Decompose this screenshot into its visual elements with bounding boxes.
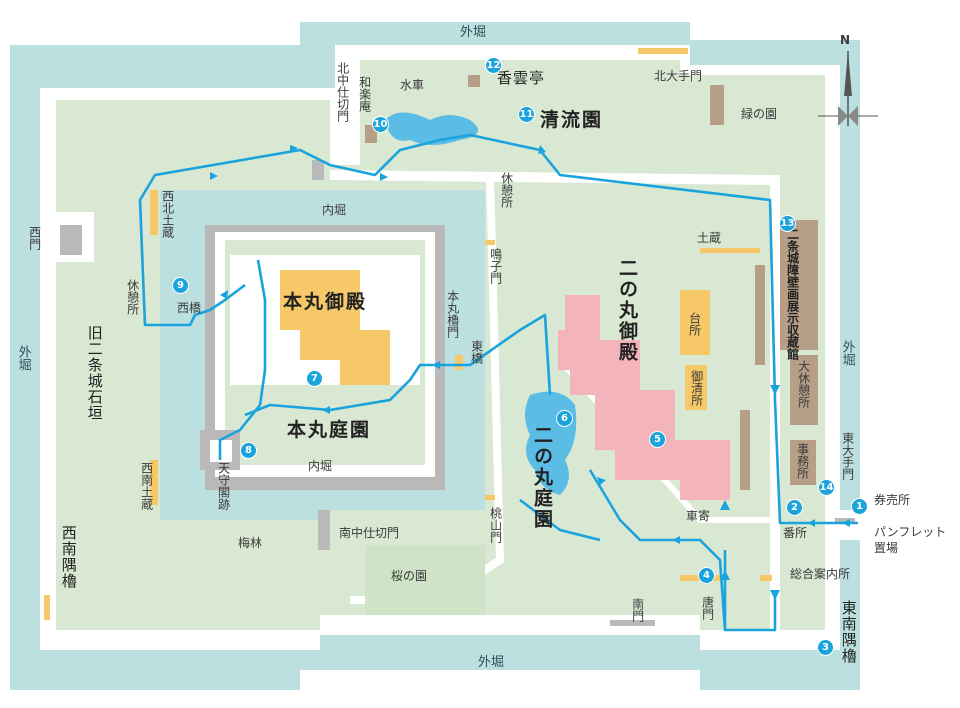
north-arrow: N bbox=[818, 33, 878, 126]
outer-moat-top-label: 外堀 bbox=[460, 25, 487, 40]
waraku-an-label: 和楽庵 bbox=[357, 76, 372, 112]
shozokan-label: 二条城障壁画展示収蔵館 bbox=[785, 228, 800, 360]
dozo-label: 土蔵 bbox=[697, 231, 722, 245]
midori-storehouse bbox=[710, 85, 724, 125]
midori-garden-label: 緑の園 bbox=[741, 107, 778, 121]
nansei-dozo-label: 西南土蔵 bbox=[139, 462, 154, 510]
stop-2: 2 bbox=[786, 499, 803, 516]
stop-5: 5 bbox=[649, 431, 666, 448]
stop-8: 8 bbox=[240, 442, 257, 459]
jimusho-bldg bbox=[790, 440, 816, 485]
walking-route bbox=[138, 133, 858, 632]
outer-moat-left-label: 外堀 bbox=[15, 345, 31, 371]
kurumayose-label: 車寄 bbox=[686, 509, 711, 523]
stop-3: 3 bbox=[817, 639, 834, 656]
minami-mon-label: 南門 bbox=[630, 598, 645, 622]
stop-9: 9 bbox=[172, 277, 189, 294]
bansho-label: 番所 bbox=[783, 526, 808, 540]
higashi-otemon-label: 東大手門 bbox=[840, 432, 855, 480]
oseisho-label: 御清所 bbox=[689, 370, 704, 406]
stop-12: 12 bbox=[485, 57, 502, 74]
nishi-bashi-label: 西橋 bbox=[177, 301, 202, 315]
minami-nakasemon-label: 南中仕切門 bbox=[339, 526, 400, 540]
stop-6: 6 bbox=[556, 410, 573, 427]
kyukeisho-top-label: 休憩所 bbox=[499, 172, 514, 208]
stop-14: 14 bbox=[818, 479, 835, 496]
higashi-bashi-label: 東橋 bbox=[469, 340, 484, 364]
stop-4: 4 bbox=[698, 567, 715, 584]
info-center-label: 総合案内所 bbox=[790, 567, 851, 581]
pamphlet-label: パンフレット置場 bbox=[874, 525, 947, 555]
stop-10: 10 bbox=[372, 116, 389, 133]
old-stone-wall-label: 旧二条城石垣 bbox=[85, 325, 104, 421]
stop-11: 11 bbox=[518, 106, 535, 123]
north-label: N bbox=[840, 33, 851, 47]
honmaru-palace-label: 本丸御殿 bbox=[283, 291, 368, 313]
dai-kyukeisho-bldg bbox=[790, 355, 818, 425]
stop-7: 7 bbox=[306, 370, 323, 387]
kita-otemon-label: 北大手門 bbox=[654, 69, 703, 83]
naruko-mon-label: 鳴子門 bbox=[488, 248, 503, 284]
kita-nakasemon-label: 北中仕切門 bbox=[335, 62, 350, 122]
kouuntei-label: 香雲亭 bbox=[497, 69, 546, 87]
dai-kyukeisho-label: 大休憩所 bbox=[796, 360, 811, 408]
seiryu-en-label: 清流園 bbox=[540, 109, 604, 131]
oseisho-bldg bbox=[685, 365, 707, 410]
stop-1: 1 bbox=[851, 498, 868, 515]
karamon-label: 唐門 bbox=[700, 596, 715, 620]
daidokoro-label: 台所 bbox=[687, 312, 702, 336]
honmaru-garden-label: 本丸庭園 bbox=[287, 419, 372, 441]
nishi-mon-label: 西門 bbox=[27, 226, 42, 250]
sakura-garden-label: 桜の園 bbox=[391, 569, 428, 583]
seinan-sumiyagura-label: 西南隅櫓 bbox=[59, 525, 78, 589]
kyukeisho-left-label: 休憩所 bbox=[125, 279, 140, 315]
daidokoro-bldg bbox=[680, 290, 710, 355]
honmaru-palace-bldg bbox=[280, 270, 390, 385]
outer-moat-right-label: 外堀 bbox=[839, 340, 855, 366]
suisha-label: 水車 bbox=[400, 78, 425, 92]
tenshukaku-ato-label: 天守閣跡 bbox=[216, 462, 231, 510]
ninomaru-palace-label: 二の丸御殿 bbox=[615, 258, 638, 363]
tonan-sumiyagura-label: 東南隅櫓 bbox=[839, 600, 858, 664]
honmaru-yaguramon-label: 本丸櫓門 bbox=[445, 290, 460, 338]
inner-moat-top-label: 内堀 bbox=[322, 203, 347, 217]
ninomaru-garden-label: 二の丸庭園 bbox=[530, 425, 553, 530]
ticket-label: 券売所 bbox=[874, 493, 911, 507]
dozo-gate bbox=[700, 248, 760, 253]
hokusei-dozo-label: 西北土蔵 bbox=[160, 190, 175, 238]
outer-moat-bottom-label: 外堀 bbox=[478, 655, 505, 670]
sakura-garden bbox=[365, 545, 485, 615]
umebayashi-label: 梅林 bbox=[238, 536, 263, 550]
shozokan-bldg bbox=[780, 220, 818, 350]
ninomaru-palace-bldg bbox=[558, 295, 730, 500]
momoyama-mon-label: 桃山門 bbox=[488, 507, 503, 543]
kita-otemon-gate bbox=[638, 48, 688, 54]
jimusho-label: 事務所 bbox=[795, 443, 810, 479]
inner-moat-bottom-label: 内堀 bbox=[308, 459, 333, 473]
stop-13: 13 bbox=[779, 215, 796, 232]
